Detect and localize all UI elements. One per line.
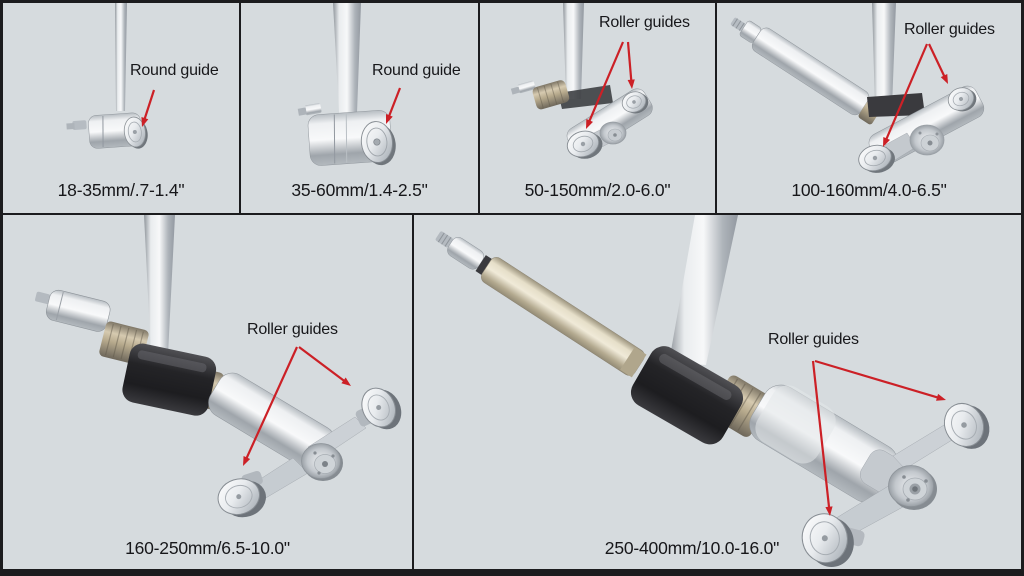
hub	[599, 121, 627, 145]
measuring-rod	[669, 215, 738, 365]
bore-gauge-illustration	[35, 215, 402, 518]
gauge-panel-100-160: Roller guides 100-160mm/4.0-6.5"	[717, 3, 1021, 213]
range-caption: 50-150mm/2.0-6.0"	[524, 180, 671, 200]
roller-guide-right	[621, 91, 649, 114]
roller-guide-right	[943, 403, 990, 449]
roller-guide-right	[355, 387, 402, 430]
range-caption: 18-35mm/.7-1.4"	[57, 180, 185, 200]
range-caption: 250-400mm/10.0-16.0"	[604, 538, 780, 558]
roller-guide-bottom	[217, 470, 266, 518]
round-guide-callout-label: Round guide	[130, 62, 219, 79]
measuring-rod	[872, 3, 896, 107]
roller-guides-callout-label: Roller guides	[904, 21, 995, 38]
bore-gauge-illustration	[435, 215, 990, 567]
bore-gauge-illustration	[297, 3, 396, 166]
measuring-rod	[144, 215, 175, 355]
roller-guide-bottom	[801, 513, 865, 567]
round-guide-callout-label: Round guide	[372, 62, 461, 79]
range-caption: 160-250mm/6.5-10.0"	[125, 538, 290, 558]
measuring-rod	[563, 3, 584, 99]
roller-guides-callout-label: Roller guides	[768, 331, 859, 348]
roller-guides-callout-label: Roller guides	[247, 321, 338, 338]
roller-guide-bottom	[566, 130, 603, 159]
roller-guide-right	[947, 87, 977, 112]
measuring-rod	[333, 3, 361, 113]
bore-gauge-illustration	[730, 3, 985, 173]
hub	[909, 124, 945, 156]
range-caption: 35-60mm/1.4-2.5"	[291, 180, 428, 200]
gauge-panel-250-400: Roller guides 250-400mm/10.0-16.0"	[414, 215, 1021, 569]
knurled-sleeve	[532, 80, 570, 110]
gauge-panel-50-150: Roller guides 50-150mm/2.0-6.0"	[480, 3, 715, 213]
hub	[888, 465, 937, 510]
top-row: Round guide 18-35mm/.7-1.4"	[3, 3, 1021, 213]
thermal-grip	[122, 343, 217, 416]
spindle-cap	[45, 289, 111, 332]
contact-point	[510, 80, 536, 95]
bottom-row: Roller guides 160-250mm/6.5-10.0"	[3, 215, 1021, 569]
extension-tube	[730, 17, 884, 125]
hub	[301, 443, 343, 481]
round-guide	[360, 121, 396, 166]
range-caption: 100-160mm/4.0-6.5"	[791, 180, 947, 200]
contact-point	[297, 103, 322, 116]
thermal-grip	[630, 346, 744, 445]
contact-point	[35, 291, 51, 304]
gauge-panel-160-250: Roller guides 160-250mm/6.5-10.0"	[3, 215, 412, 569]
measuring-rod	[115, 3, 127, 111]
extension-tube	[435, 231, 647, 378]
gauge-panel-18-35: Round guide 18-35mm/.7-1.4"	[3, 3, 239, 213]
gauge-panel-35-60: Round guide 35-60mm/1.4-2.5"	[241, 3, 478, 213]
roller-guide-bottom	[858, 144, 895, 173]
roller-guides-callout-label: Roller guides	[599, 14, 690, 31]
